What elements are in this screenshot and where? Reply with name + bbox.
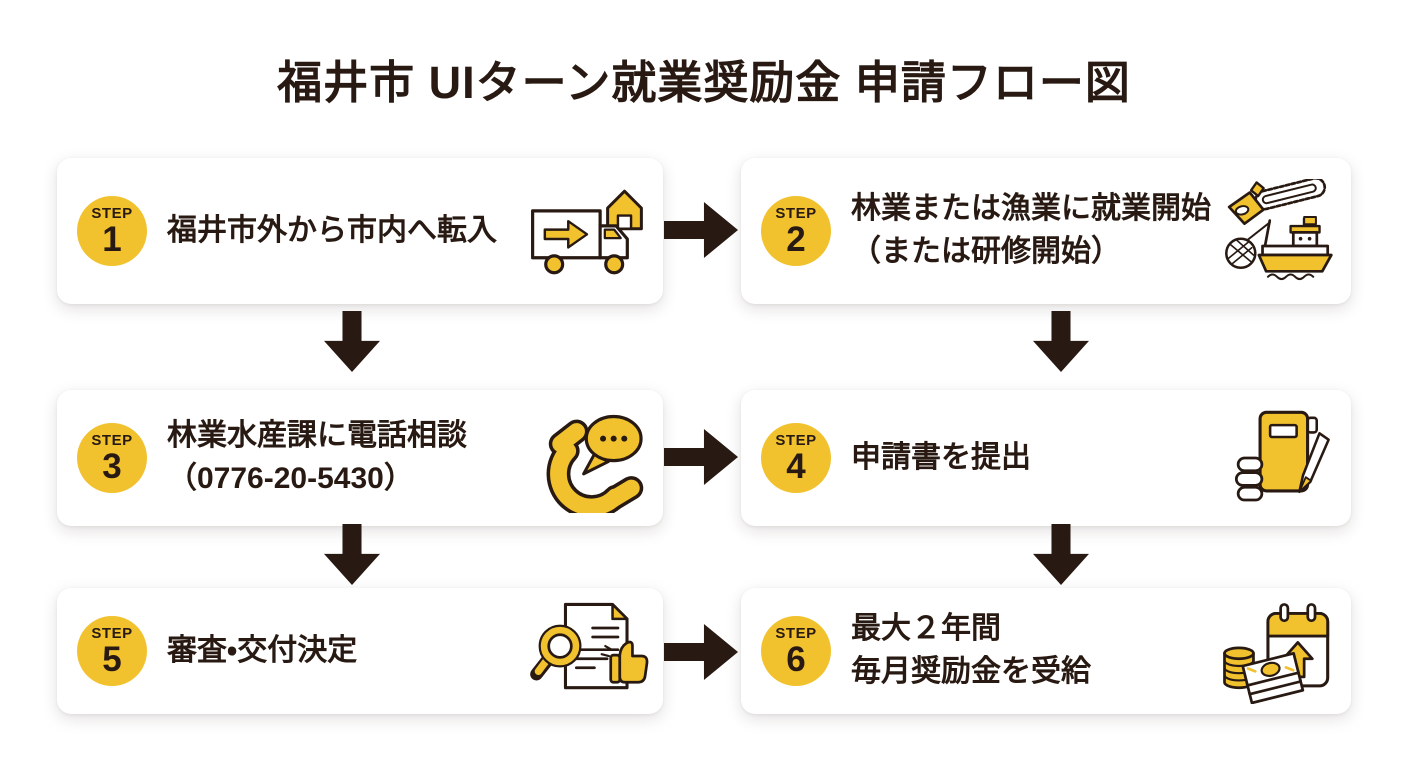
step-badge-word: STEP: [91, 624, 133, 642]
step-1-text: 福井市外から市内へ転入: [167, 210, 525, 253]
arrow-down-icon: [324, 524, 380, 585]
step-1-badge: STEP 1: [77, 196, 147, 266]
step-badge-number: 4: [786, 446, 806, 486]
incentive-payment-icon: [1217, 599, 1337, 704]
step-badge-word: STEP: [91, 204, 133, 222]
step-card-6: STEP 6 最大２年間 毎月奨励金を受給: [741, 588, 1351, 714]
step-2-text: 林業または漁業に就業開始 （または研修開始）: [851, 188, 1217, 273]
step-badge-word: STEP: [775, 431, 817, 449]
step-3-badge: STEP 3: [77, 423, 147, 493]
step-badge-number: 2: [786, 219, 806, 259]
application-form-icon: [1227, 405, 1337, 511]
step-badge-number: 3: [102, 446, 122, 486]
step-text-line: 林業または漁業に就業開始: [851, 192, 1211, 226]
step-badge-word: STEP: [91, 431, 133, 449]
step-badge-word: STEP: [775, 624, 817, 642]
step-2-badge: STEP 2: [761, 196, 831, 266]
step-text-line: 毎月奨励金を受給: [851, 655, 1091, 688]
step-card-1: STEP 1 福井市外から市内へ転入: [57, 158, 663, 304]
phone-consult-icon: [543, 403, 649, 513]
step-card-2: STEP 2 林業または漁業に就業開始 （または研修開始）: [741, 158, 1351, 304]
step-badge-number: 6: [786, 639, 806, 679]
step-5-badge: STEP 5: [77, 616, 147, 686]
step-4-badge: STEP 4: [761, 423, 831, 493]
step-text-line: 審査・交付決定: [167, 633, 358, 667]
step-5-text: 審査・交付決定: [167, 630, 529, 673]
arrow-down-icon: [324, 311, 380, 372]
page-title: 福井市 UIターン就業奨励金 申請フロー図: [277, 57, 1131, 108]
moving-truck-icon: [525, 179, 649, 284]
step-text-line: （0776-20-5430）: [167, 462, 414, 495]
step-3-text: 林業水産課に電話相談 （0776-20-5430）: [167, 415, 543, 500]
step-card-4: STEP 4 申請書を提出: [741, 390, 1351, 526]
arrow-right-icon: [664, 624, 738, 680]
step-card-3: STEP 3 林業水産課に電話相談 （0776-20-5430）: [57, 390, 663, 526]
step-text-line: 最大２年間: [851, 612, 1001, 646]
step-text-line: 申請書を提出: [851, 440, 1031, 474]
step-badge-number: 5: [102, 639, 122, 679]
arrow-right-icon: [664, 202, 738, 258]
step-text-line: （または研修開始）: [851, 235, 1121, 268]
step-text-line: 林業水産課に電話相談: [167, 419, 467, 453]
step-6-badge: STEP 6: [761, 616, 831, 686]
step-badge-number: 1: [102, 219, 122, 259]
arrow-down-icon: [1033, 311, 1089, 372]
chainsaw-fishing-boat-icon: [1217, 178, 1337, 284]
step-badge-word: STEP: [775, 204, 817, 222]
step-card-5: STEP 5 審査・交付決定: [57, 588, 663, 714]
arrow-down-icon: [1033, 524, 1089, 585]
step-4-text: 申請書を提出: [851, 437, 1227, 480]
step-6-text: 最大２年間 毎月奨励金を受給: [851, 608, 1217, 693]
arrow-right-icon: [664, 429, 738, 485]
step-text-line: 福井市外から市内へ転入: [167, 213, 497, 247]
screening-approval-icon: [529, 599, 649, 704]
